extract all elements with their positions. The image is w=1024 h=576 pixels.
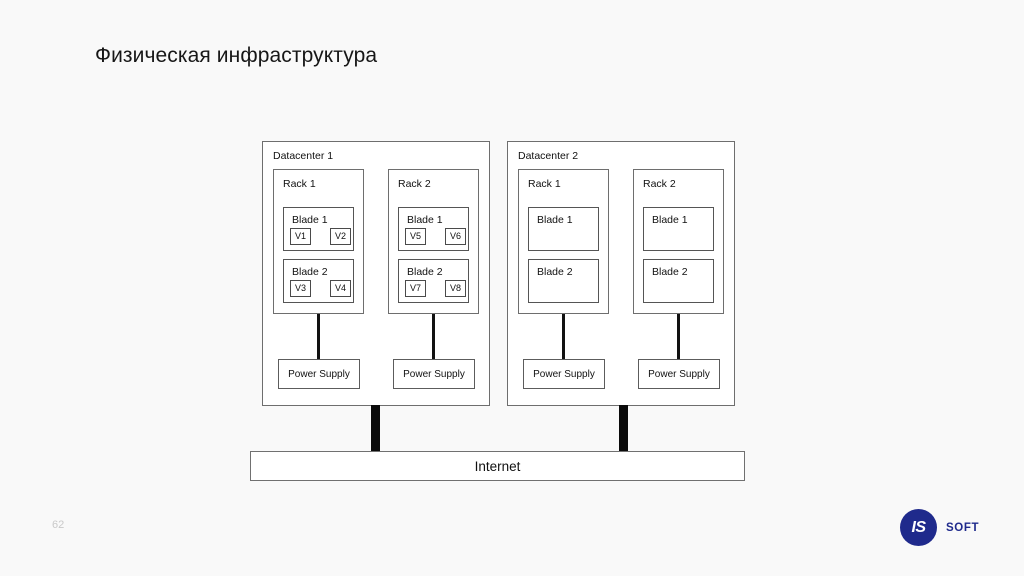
rack-power-connector <box>317 314 320 359</box>
rack-label-2-1: Rack 1 <box>528 178 561 190</box>
blade-label-2-2-2: Blade 2 <box>652 266 688 278</box>
blade-container-2-2-1[interactable]: Blade 1 <box>643 207 714 251</box>
rack-power-connector <box>432 314 435 359</box>
brand-name: SOFT <box>946 522 980 534</box>
power-supply-2-2[interactable]: Power Supply <box>638 359 720 389</box>
is-logo-icon: IS <box>900 509 937 546</box>
page-number: 62 <box>52 519 65 531</box>
power-supply-2-1[interactable]: Power Supply <box>523 359 605 389</box>
vm-chip[interactable]: V6 <box>445 228 466 245</box>
rack-label-2-2: Rack 2 <box>643 178 676 190</box>
blade-container-2-1-1[interactable]: Blade 1 <box>528 207 599 251</box>
datacenter-1-uplink-connector <box>371 405 380 453</box>
internet-node[interactable]: Internet <box>250 451 745 481</box>
datacenter-label-2: Datacenter 2 <box>518 150 579 162</box>
blade-label-1-2-2: Blade 2 <box>407 266 443 278</box>
datacenter-label-1: Datacenter 1 <box>273 150 334 162</box>
page-title: Физическая инфраструктура <box>95 44 378 67</box>
vm-chip[interactable]: V4 <box>330 280 351 297</box>
datacenter-2-uplink-connector <box>619 405 628 453</box>
vm-chip[interactable]: V1 <box>290 228 311 245</box>
vm-chip[interactable]: V2 <box>330 228 351 245</box>
blade-label-2-2-1: Blade 1 <box>652 214 688 226</box>
rack-power-connector <box>677 314 680 359</box>
power-supply-1-1[interactable]: Power Supply <box>278 359 360 389</box>
vm-chip[interactable]: V5 <box>405 228 426 245</box>
vm-chip[interactable]: V3 <box>290 280 311 297</box>
blade-label-1-2-1: Blade 1 <box>407 214 443 226</box>
vm-chip[interactable]: V8 <box>445 280 466 297</box>
brand-logo: IS SOFT <box>900 509 1010 549</box>
blade-label-2-1-2: Blade 2 <box>537 266 573 278</box>
rack-power-connector <box>562 314 565 359</box>
blade-label-2-1-1: Blade 1 <box>537 214 573 226</box>
rack-label-1-2: Rack 2 <box>398 178 431 190</box>
blade-container-2-2-2[interactable]: Blade 2 <box>643 259 714 303</box>
vm-chip[interactable]: V7 <box>405 280 426 297</box>
blade-label-1-1-2: Blade 2 <box>292 266 328 278</box>
blade-label-1-1-1: Blade 1 <box>292 214 328 226</box>
rack-label-1-1: Rack 1 <box>283 178 316 190</box>
blade-container-2-1-2[interactable]: Blade 2 <box>528 259 599 303</box>
power-supply-1-2[interactable]: Power Supply <box>393 359 475 389</box>
